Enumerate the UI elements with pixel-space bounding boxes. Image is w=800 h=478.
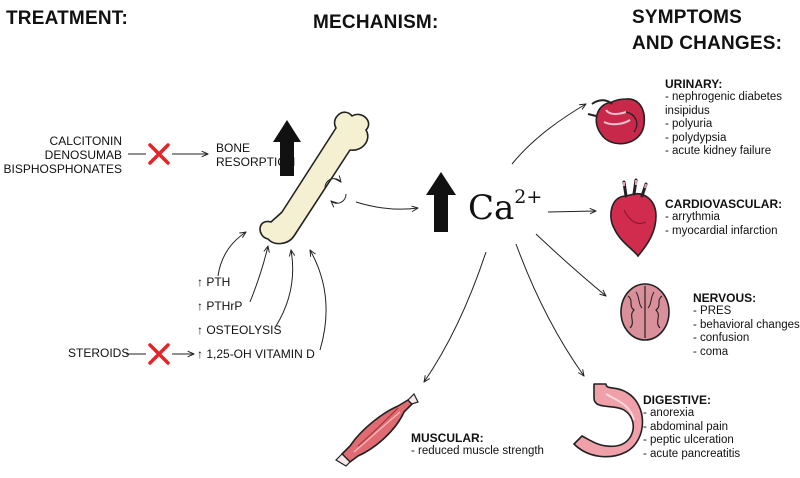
bone-to-calcium-arrow bbox=[355, 201, 418, 209]
block-cross-icon bbox=[148, 143, 170, 165]
symptoms-heading-line2: AND CHANGES: bbox=[632, 33, 783, 54]
to-cardiovascular-arrow bbox=[547, 211, 596, 212]
to-nervous-arrow bbox=[535, 233, 606, 296]
nervous-item: - confusion bbox=[693, 332, 750, 344]
urinary-list: - nephrogenic diabetes insipidus - polyu… bbox=[665, 91, 782, 159]
bone-resorption-label: BONE RESORPTION bbox=[216, 141, 295, 169]
brain-icon bbox=[620, 283, 670, 341]
to-digestive-arrow bbox=[515, 243, 584, 376]
muscular-item: - reduced muscle strength bbox=[411, 445, 544, 457]
mechanism-heading: MECHANISM: bbox=[313, 12, 439, 33]
steroid-block-cross-icon bbox=[148, 343, 170, 365]
urinary-item: insipidus bbox=[665, 104, 710, 117]
urinary-item: - acute kidney failure bbox=[665, 145, 772, 157]
digestive-item: - abdominal pain bbox=[643, 420, 729, 433]
cardiovascular-item: - arrythmia bbox=[665, 211, 720, 223]
increase-arrow-icon bbox=[273, 120, 301, 176]
digestive-list: - anorexia - abdominal pain - peptic ulc… bbox=[643, 407, 740, 461]
drug-bisphosphonates: BISPHOSPHONATES bbox=[3, 162, 122, 176]
cardiovascular-section: CARDIOVASCULAR: - arrythmia - myocardial… bbox=[665, 197, 782, 238]
cardiovascular-title: CARDIOVASCULAR: bbox=[665, 197, 783, 211]
nervous-item: - coma bbox=[693, 345, 729, 358]
cause-osteolysis: ↑ OSTEOLYSIS bbox=[197, 323, 282, 337]
kidney-icon bbox=[587, 98, 646, 145]
digestive-item: - peptic ulceration bbox=[643, 434, 734, 446]
drug-denosumab: DENOSUMAB bbox=[44, 148, 122, 162]
cardiovascular-list: - arrythmia - myocardial infarction bbox=[665, 211, 782, 238]
calcium-label: Ca2+ bbox=[468, 185, 543, 228]
stomach-icon bbox=[573, 383, 644, 458]
cycle-arrow-bottom bbox=[331, 193, 347, 203]
muscular-title: MUSCULAR: bbox=[411, 431, 484, 445]
osteolysis-arrow bbox=[275, 250, 293, 327]
nervous-item: - PRES bbox=[693, 305, 732, 317]
digestive-item: - anorexia bbox=[643, 407, 695, 419]
vitamin-d-arrow bbox=[310, 250, 327, 351]
steroids-label: STEROIDS bbox=[68, 346, 130, 360]
bone-resorption-line2: RESORPTION bbox=[216, 155, 296, 169]
drug-calcitonin: CALCITONIN bbox=[49, 134, 122, 148]
nervous-title: NERVOUS: bbox=[693, 291, 757, 305]
cause-pth: ↑ PTH bbox=[197, 275, 231, 289]
muscular-section: MUSCULAR: - reduced muscle strength bbox=[411, 431, 544, 459]
urinary-item: - polyuria bbox=[665, 118, 713, 130]
urinary-item: - nephrogenic diabetes bbox=[665, 91, 782, 103]
cardiovascular-item: - myocardial infarction bbox=[665, 224, 778, 237]
bone-icon bbox=[259, 111, 370, 245]
muscular-list: - reduced muscle strength bbox=[411, 445, 544, 459]
urinary-item: - polydypsia bbox=[665, 131, 727, 144]
heart-icon bbox=[610, 178, 657, 258]
to-muscular-arrow bbox=[424, 251, 487, 382]
cause-vitamin-d: ↑ 1,25-OH VITAMIN D bbox=[197, 347, 315, 361]
nervous-list: - PRES - behavioral changes - confusion … bbox=[693, 305, 800, 359]
cycle-arrow-top bbox=[324, 179, 341, 189]
muscle-icon bbox=[335, 392, 419, 467]
digestive-section: DIGESTIVE: - anorexia - abdominal pain -… bbox=[643, 393, 740, 461]
pth-arrow bbox=[217, 232, 246, 277]
cause-pthrp: ↑ PTHrP bbox=[197, 299, 243, 313]
symptoms-heading: SYMPTOMS AND CHANGES: bbox=[632, 5, 782, 57]
treatment-heading: TREATMENT: bbox=[6, 8, 128, 29]
treatment-drug-list: CALCITONIN DENOSUMAB BISPHOSPHONATES bbox=[4, 134, 122, 176]
nervous-item: - behavioral changes bbox=[693, 318, 800, 331]
to-urinary-arrow bbox=[511, 104, 586, 165]
symptoms-heading-line1: SYMPTOMS bbox=[632, 7, 742, 28]
bone-resorption-line1: BONE bbox=[216, 141, 251, 155]
pthrp-arrow bbox=[249, 246, 268, 303]
calcium-increase-arrow-icon bbox=[426, 172, 456, 232]
digestive-title: DIGESTIVE: bbox=[643, 393, 712, 407]
digestive-item: - acute pancreatitis bbox=[643, 447, 741, 460]
calcium-charge: 2+ bbox=[514, 185, 543, 208]
calcium-symbol: Ca bbox=[468, 188, 515, 228]
nervous-section: NERVOUS: - PRES - behavioral changes - c… bbox=[693, 291, 800, 359]
urinary-section: URINARY: - nephrogenic diabetes insipidu… bbox=[665, 77, 782, 159]
urinary-title: URINARY: bbox=[665, 77, 723, 91]
